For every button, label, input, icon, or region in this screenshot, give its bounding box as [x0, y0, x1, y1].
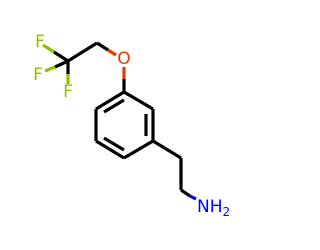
bond-ch2-o-carbon — [96, 41, 109, 52]
bond-cc-cf3-ch2 — [67, 41, 98, 63]
bond-ch2-o-oxygen — [107, 48, 117, 57]
bond-cf-left-carbon — [54, 59, 69, 69]
bond-ch2-n-carbon — [180, 188, 191, 198]
ring-double-bond-bottom — [103, 136, 125, 152]
fluorine-label-left: F — [33, 65, 43, 85]
bond-ring-ch2 — [152, 139, 182, 160]
ring-bond-4 — [95, 139, 125, 160]
bond-cf-upper-carbon — [53, 50, 69, 63]
bond-cf-upper-fluorine — [42, 43, 55, 54]
amine-label: NH2 — [197, 197, 230, 219]
amine-nh-text: NH — [197, 197, 223, 217]
fluorine-label-upper: F — [35, 32, 45, 52]
ring-bond-3 — [123, 139, 154, 160]
oxygen-label: O — [117, 49, 130, 69]
bond-cf-left-fluorine — [44, 65, 56, 73]
ring-bond-6 — [95, 90, 125, 111]
ring-double-bond-top — [103, 98, 125, 114]
fluorine-label-lower: F — [63, 82, 73, 102]
amine-subscript: 2 — [223, 205, 231, 219]
bond-ch2-n-nitrogen — [189, 194, 197, 201]
atom-labels: F F F O NH2 — [33, 32, 230, 219]
ring-bond-1 — [123, 90, 154, 111]
chemical-structure-diagram: F F F O NH2 — [33, 32, 231, 219]
bond-lines — [42, 41, 197, 201]
